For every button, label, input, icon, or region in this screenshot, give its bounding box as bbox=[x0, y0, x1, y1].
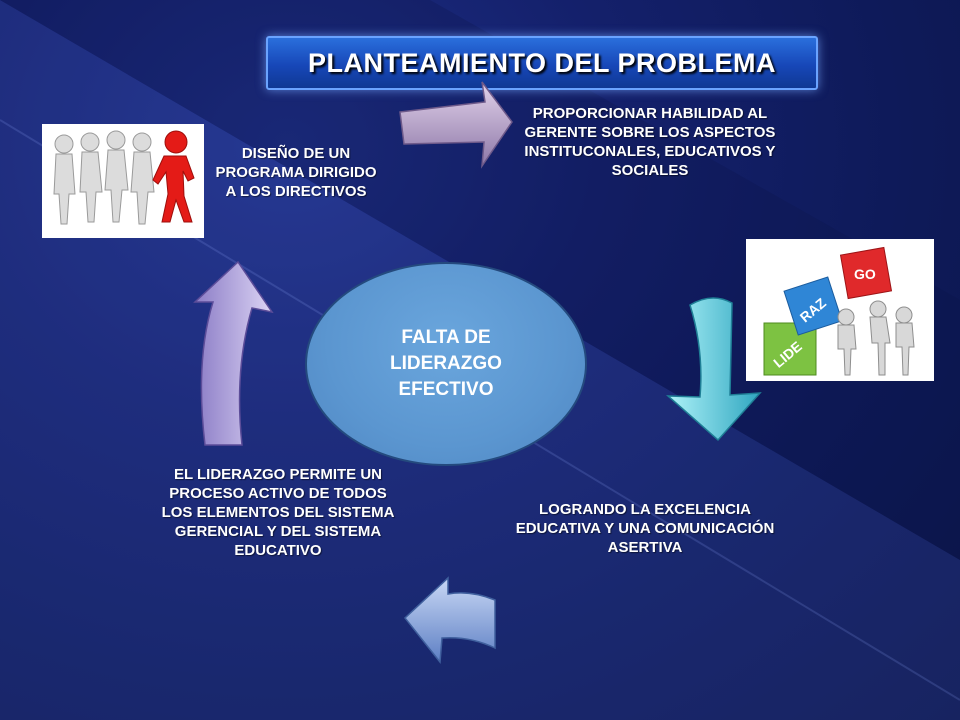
leadership-blocks-image: LIDE RAZ GO bbox=[746, 239, 934, 381]
center-label: FALTA DE LIDERAZGO EFECTIVO bbox=[390, 327, 502, 400]
center-ellipse: FALTA DE LIDERAZGO EFECTIVO bbox=[305, 262, 587, 466]
block-label-go: GO bbox=[854, 266, 876, 282]
step-bottom-right: LOGRANDO LA EXCELENCIA EDUCATIVA Y UNA C… bbox=[515, 501, 775, 556]
step-bottom-left: EL LIDERAZGO PERMITE UN PROCESO ACTIVO D… bbox=[161, 466, 395, 559]
page-title: PLANTEAMIENTO DEL PROBLEMA bbox=[307, 47, 777, 78]
arrow-left-icon bbox=[403, 576, 496, 664]
people-illustration bbox=[53, 130, 195, 225]
leader-followers-image bbox=[42, 124, 204, 238]
arrow-down-icon bbox=[665, 297, 762, 442]
arrow-right-icon bbox=[399, 81, 513, 169]
step-top-left: DISEÑO DE UN PROGRAMA DIRIGIDO A LOS DIR… bbox=[215, 145, 377, 200]
title-banner: PLANTEAMIENTO DEL PROBLEMA bbox=[266, 36, 818, 90]
arrow-up-icon bbox=[193, 260, 274, 446]
step-top-right: PROPORCIONAR HABILIDAD AL GERENTE SOBRE … bbox=[524, 105, 776, 179]
blocks-illustration: LIDE RAZ GO bbox=[763, 246, 915, 376]
